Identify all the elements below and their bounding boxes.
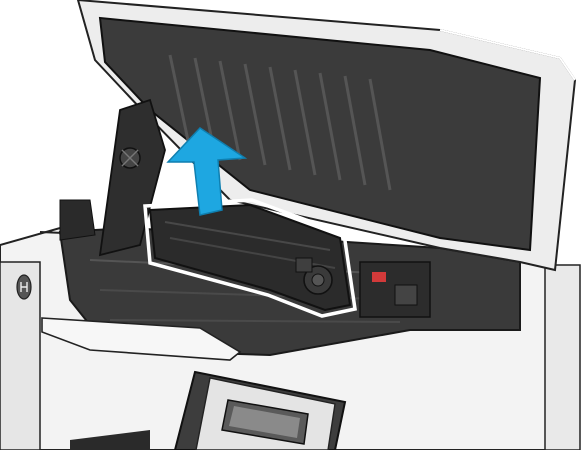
up-arrow-icon (166, 127, 248, 216)
toner-cartridge (143, 198, 357, 318)
scanner-lid (76, 0, 577, 272)
output-tray (41, 317, 242, 361)
hp-logo-icon (16, 274, 32, 300)
control-panel (70, 370, 347, 450)
lid-hinge-arm (59, 98, 166, 257)
